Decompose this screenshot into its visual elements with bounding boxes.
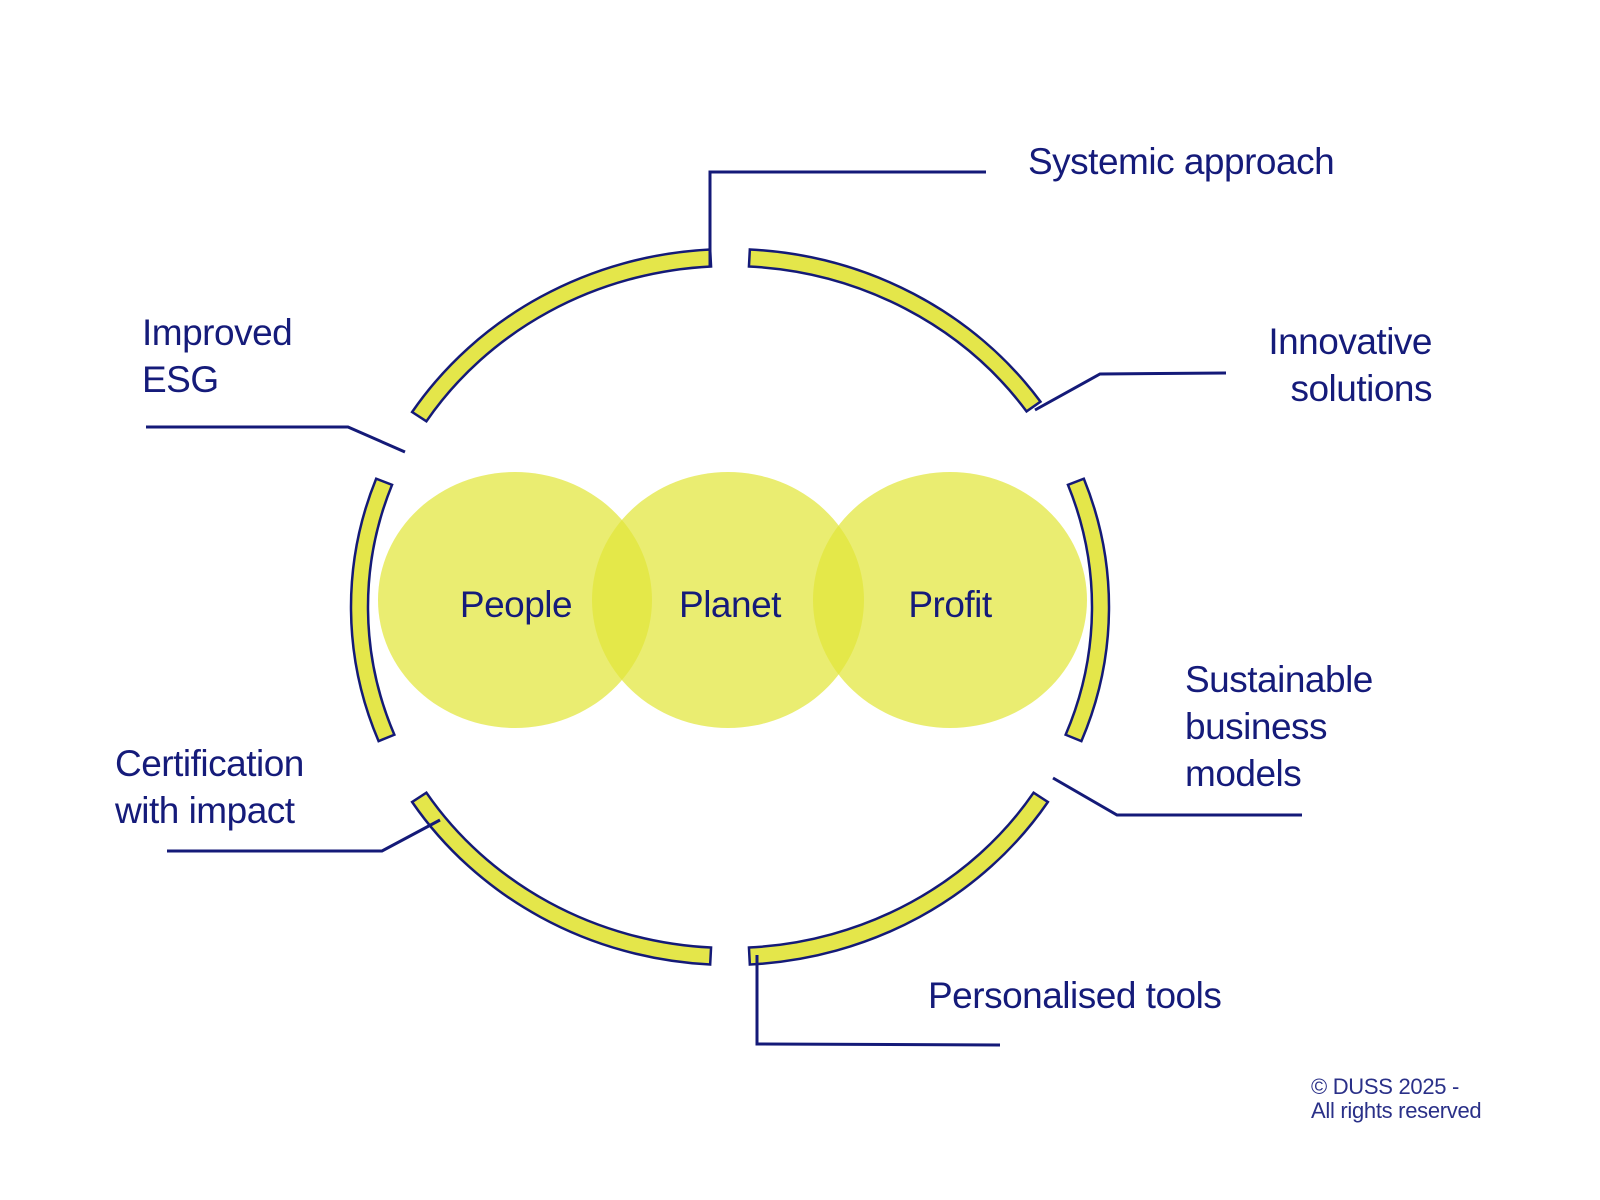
callout-text-line: business — [1185, 706, 1328, 747]
callout-text-line: ESG — [142, 359, 219, 400]
callout-text-line: models — [1185, 753, 1302, 794]
copyright-line: © DUSS 2025 - — [1311, 1074, 1460, 1099]
callout-sustainable-business-models: Sustainable business models — [1185, 656, 1373, 797]
leader-systemic-approach — [708, 170, 986, 266]
outer-ring — [349, 248, 1111, 966]
callout-text-line: Certification — [115, 743, 304, 784]
ring-segment-bottom-right — [747, 791, 1050, 966]
leader-innovative-solutions — [1034, 371, 1227, 412]
copyright-notice: © DUSS 2025 - All rights reserved — [1311, 1074, 1482, 1123]
profit-label: Profit — [908, 584, 993, 625]
planet-circle — [592, 472, 864, 728]
callout-text: Systemic approach — [1028, 141, 1335, 182]
leader-certification-with-impact — [167, 818, 441, 853]
callout-text-line: solutions — [1290, 368, 1432, 409]
callout-personalised-tools: Personalised tools — [928, 972, 1222, 1019]
callout-systemic-approach: Systemic approach — [1028, 138, 1335, 185]
callout-text-line: Innovative — [1268, 321, 1432, 362]
ring-segment-top-left — [410, 248, 713, 423]
profit-circle — [813, 472, 1087, 728]
people-circle — [378, 472, 652, 728]
planet-label: Planet — [679, 584, 782, 625]
callout-innovative-solutions: Innovative solutions — [1262, 318, 1432, 412]
leader-sustainable-business-models — [1052, 776, 1302, 817]
callout-text-line: Sustainable — [1185, 659, 1373, 700]
callout-certification-with-impact: Certification with impact — [115, 740, 304, 834]
people-label: People — [460, 584, 572, 625]
ring-segment-right — [1063, 477, 1111, 743]
callout-text-line: Improved — [142, 312, 293, 353]
leader-improved-esg — [146, 425, 406, 454]
callout-improved-esg: Improved ESG — [142, 309, 293, 403]
triple-bottom-line-circles: People Planet Profit — [378, 472, 1087, 728]
copyright-line: All rights reserved — [1311, 1098, 1482, 1123]
leader-personalised-tools — [755, 955, 1001, 1047]
leader-lines — [146, 170, 1302, 1047]
ring-segment-top-right — [747, 248, 1043, 414]
ring-segment-left — [349, 477, 397, 743]
callout-text-line: with impact — [115, 790, 295, 831]
callout-text: Personalised tools — [928, 975, 1222, 1016]
ring-segment-bottom-left — [410, 791, 713, 966]
